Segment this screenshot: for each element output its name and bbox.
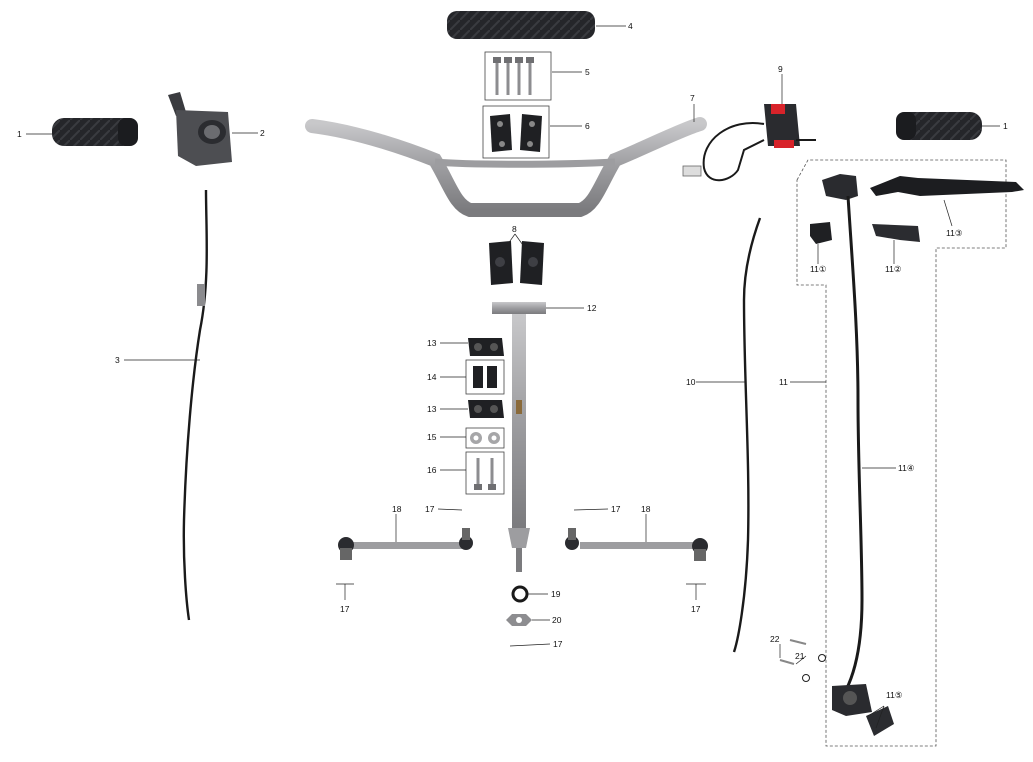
right-grip xyxy=(896,112,982,140)
callout-17-bottom: 17 xyxy=(553,639,563,649)
tie-rod-right xyxy=(565,528,708,561)
callout-2: 2 xyxy=(260,128,265,138)
callout-17-lower-left: 17 xyxy=(340,604,350,614)
throttle-cable xyxy=(182,189,208,621)
callout-3: 3 xyxy=(115,355,120,365)
callout-14: 14 xyxy=(427,372,437,382)
stem-nut xyxy=(506,614,532,626)
callout-15: 15 xyxy=(427,432,437,442)
brake-assembly-outline xyxy=(796,159,1007,747)
small-hardware xyxy=(779,639,826,682)
brake-master-cylinder xyxy=(822,174,858,200)
handlebar-pad xyxy=(447,11,595,39)
seal-ring xyxy=(511,585,529,603)
washers xyxy=(465,427,505,449)
steering-stem xyxy=(492,302,546,572)
callout-21: 21 xyxy=(795,651,805,661)
callout-18-left: 18 xyxy=(392,504,402,514)
callout-20: 20 xyxy=(552,615,562,625)
callout-11: 11 xyxy=(779,377,788,387)
stem-bolts xyxy=(465,451,505,495)
callout-13-top: 13 xyxy=(427,338,437,348)
throttle-housing xyxy=(168,92,232,166)
callout-4: 4 xyxy=(628,21,633,31)
callout-7: 7 xyxy=(690,93,695,103)
callout-5: 5 xyxy=(585,67,590,77)
handlebar xyxy=(305,117,707,217)
stem-bushing-lower xyxy=(468,400,504,418)
brake-hose xyxy=(844,195,864,691)
callout-17-lower-right: 17 xyxy=(691,604,701,614)
callout-10: 10 xyxy=(686,377,696,387)
tie-rod-left xyxy=(338,528,473,560)
callout-16: 16 xyxy=(427,465,437,475)
brake-bracket xyxy=(872,224,920,242)
callout-11-4: 11④ xyxy=(898,463,915,473)
stem-pads xyxy=(465,359,505,395)
lower-handlebar-clamps xyxy=(489,241,544,285)
callout-1-left: 1 xyxy=(17,129,22,139)
callout-13-bottom: 13 xyxy=(427,404,437,414)
callout-11-2: 11② xyxy=(885,264,902,274)
left-grip xyxy=(52,118,138,146)
callout-1-right: 1 xyxy=(1003,121,1008,131)
stem-bushing-upper xyxy=(468,338,504,356)
callout-17-upper-left: 17 xyxy=(425,504,435,514)
callout-18-right: 18 xyxy=(641,504,651,514)
callout-22: 22 xyxy=(770,634,780,644)
brake-lever xyxy=(870,176,1024,196)
callout-11-3: 11③ xyxy=(946,228,963,238)
leader-lines xyxy=(26,25,1000,729)
brake-clamp xyxy=(810,222,832,244)
brake-caliper xyxy=(832,684,894,736)
callout-11-1: 11① xyxy=(810,264,827,274)
handlebar-switch xyxy=(682,104,816,182)
callout-19: 19 xyxy=(551,589,561,599)
callout-17-upper-right: 17 xyxy=(611,504,621,514)
callout-12: 12 xyxy=(587,303,597,313)
brake-cable xyxy=(732,217,762,653)
callout-8: 8 xyxy=(512,224,517,234)
callout-11-5: 11⑤ xyxy=(886,690,903,700)
upper-handlebar-clamps xyxy=(482,105,550,159)
callout-6: 6 xyxy=(585,121,590,131)
callout-9: 9 xyxy=(778,64,783,74)
clamp-bolts xyxy=(484,51,552,101)
